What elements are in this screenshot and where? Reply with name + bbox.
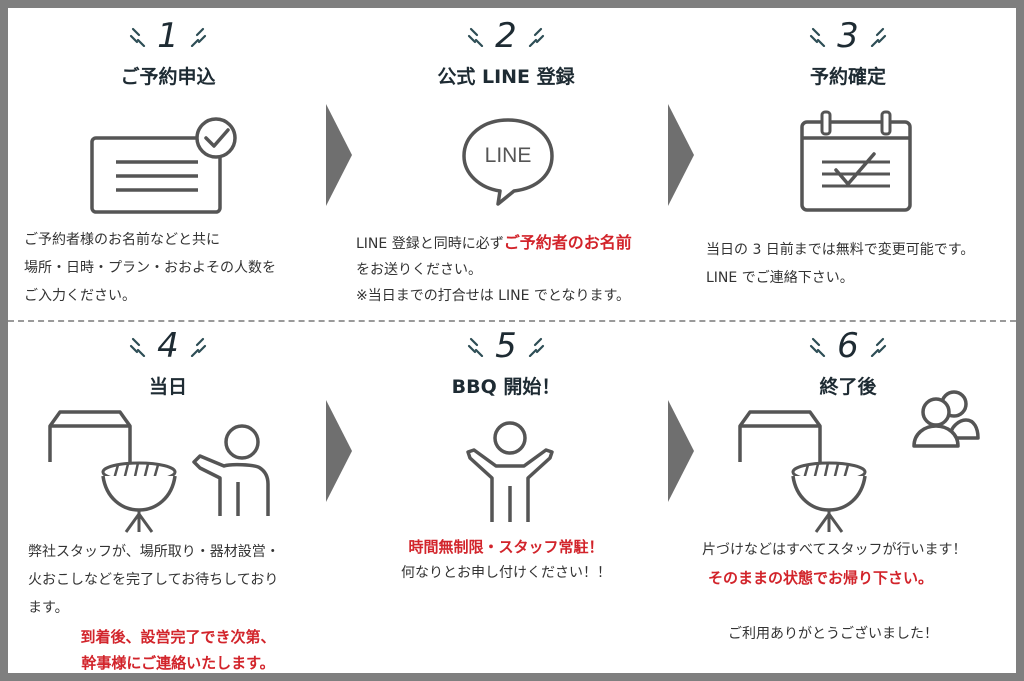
body-line: LINE 登録と同時に必ずご予約者のお名前 bbox=[356, 230, 632, 257]
arrow-right-icon bbox=[326, 400, 352, 502]
step-number: 4 bbox=[157, 326, 179, 366]
highlight-line: そのままの状態でお帰り下さい。 bbox=[708, 569, 934, 587]
step-title: BBQ 開始！ bbox=[451, 376, 561, 398]
step-number-row: 4 bbox=[8, 324, 328, 368]
step-number: 2 bbox=[495, 16, 517, 56]
step-number: 1 bbox=[157, 16, 179, 56]
step-number-row: 1 bbox=[8, 14, 328, 58]
body-line: ご予約者様のお名前などと共に bbox=[24, 232, 220, 248]
step-5: 5 BBQ 開始！ 時間無制限・スタッフ常駐！ 何なりとお申し付けください！！ bbox=[346, 324, 666, 674]
sparkle-left-icon bbox=[468, 337, 484, 357]
body-line: 場所・日時・プラン・おおよその人数を bbox=[24, 260, 276, 276]
step-body: 当日の 3 日前までは無料で変更可能です。 LINE でご連絡下さい。 bbox=[706, 236, 974, 292]
staff-person-icon bbox=[192, 424, 270, 516]
step-title: 予約確定 bbox=[809, 66, 886, 88]
step-title: 公式 LINE 登録 bbox=[437, 66, 575, 88]
flow-panel: 1 ご予約申込 ご予約者様のお名前などと共に 場所・日時・プラン・おおよその人数… bbox=[8, 8, 1016, 673]
body-line: 何なりとお申し付けください！！ bbox=[401, 565, 611, 581]
line-icon-label: LINE bbox=[484, 144, 532, 167]
step-2: 2 公式 LINE 登録 LINE LINE 登録と同時に必ずご予約者のお名前 … bbox=[346, 14, 666, 314]
row-divider bbox=[8, 320, 1016, 322]
step-3: 3 予約確定 当日の 3 日前までは無料で変更可能です。 LINE でご連絡下さ… bbox=[688, 14, 1008, 314]
body-line-text: LINE 登録と同時に必ず bbox=[356, 236, 504, 252]
step-number: 5 bbox=[495, 326, 517, 366]
sparkle-right-icon bbox=[870, 27, 886, 47]
body-line: をお送りください。 bbox=[356, 262, 482, 278]
step-number-row: 5 bbox=[346, 324, 666, 368]
body-line: 火おこしなどを完了してお待ちしており bbox=[28, 572, 279, 588]
step-number-row: 6 bbox=[688, 324, 1008, 368]
cheering-person-icon bbox=[466, 421, 554, 522]
step-body: ご予約者様のお名前などと共に 場所・日時・プラン・おおよその人数を ご入力くださ… bbox=[24, 226, 276, 310]
step-title: ご予約申込 bbox=[120, 66, 216, 88]
line-chat-bubble-icon bbox=[462, 118, 554, 206]
body-line: 弊社スタッフが、場所取り・器材設営・ bbox=[28, 544, 280, 560]
sparkle-left-icon bbox=[810, 337, 826, 357]
sparkle-right-icon bbox=[870, 337, 886, 357]
sparkle-left-icon bbox=[130, 337, 146, 357]
highlight-line: 時間無制限・スタッフ常駐！ bbox=[408, 538, 604, 556]
step-title: 当日 bbox=[148, 376, 187, 398]
bbq-grill-icon bbox=[791, 461, 867, 533]
step-number: 3 bbox=[837, 16, 859, 56]
sparkle-left-icon bbox=[810, 27, 826, 47]
tent-icon bbox=[738, 410, 822, 462]
highlight-line: 幹事様にご連絡いたします。 bbox=[81, 654, 275, 672]
bbq-grill-icon bbox=[101, 461, 177, 533]
sparkle-left-icon bbox=[130, 27, 146, 47]
arrow-right-icon bbox=[326, 104, 352, 206]
step-number-row: 3 bbox=[688, 14, 1008, 58]
group-people-icon bbox=[912, 390, 980, 448]
step-number: 6 bbox=[837, 326, 859, 366]
step-4: 4 当日 弊社スタッフが、場所取り・器材設営・ 火おこしなどを完了してお待ちして… bbox=[8, 324, 328, 674]
sparkle-right-icon bbox=[528, 27, 544, 47]
highlight-text: ご予約者のお名前 bbox=[503, 233, 632, 252]
arrow-right-icon bbox=[668, 400, 694, 502]
form-check-icon bbox=[90, 117, 237, 214]
tent-icon bbox=[48, 410, 132, 462]
sparkle-right-icon bbox=[190, 27, 206, 47]
body-line: ご入力ください。 bbox=[24, 288, 136, 304]
calendar-check-icon bbox=[800, 110, 912, 212]
body-line: 片づけなどはすべてスタッフが行います！ bbox=[702, 542, 967, 558]
sparkle-right-icon bbox=[528, 337, 544, 357]
sparkle-right-icon bbox=[190, 337, 206, 357]
step-1: 1 ご予約申込 ご予約者様のお名前などと共に 場所・日時・プラン・おおよその人数… bbox=[8, 14, 328, 314]
step-body: LINE 登録と同時に必ずご予約者のお名前 をお送りください。 ※当日までの打合… bbox=[356, 230, 632, 309]
body-line: ※当日までの打合せは LINE でとなります。 bbox=[356, 288, 631, 304]
step-body: 弊社スタッフが、場所取り・器材設営・ 火おこしなどを完了してお待ちしており ます… bbox=[28, 538, 280, 622]
arrow-right-icon bbox=[668, 104, 694, 206]
body-line: LINE でご連絡下さい。 bbox=[706, 270, 854, 286]
step-title: 終了後 bbox=[819, 376, 877, 398]
step-6: 6 終了後 片づけなどはすべてスタッフが行います！ そのままの状態でお帰り下さい… bbox=[688, 324, 1008, 674]
step-highlight: 到着後、設営完了でき次第、 幹事様にご連絡いたします。 bbox=[8, 624, 348, 676]
highlight-line: 到着後、設営完了でき次第、 bbox=[80, 628, 276, 646]
step-number-row: 2 bbox=[346, 14, 666, 58]
body-line: ます。 bbox=[28, 600, 69, 616]
step-body: 時間無制限・スタッフ常駐！ 何なりとお申し付けください！！ bbox=[346, 534, 666, 586]
step-body: 片づけなどはすべてスタッフが行います！ そのままの状態でお帰り下さい。 bbox=[702, 536, 966, 592]
sparkle-left-icon bbox=[468, 27, 484, 47]
body-line: 当日の 3 日前までは無料で変更可能です。 bbox=[706, 242, 975, 258]
closing-text: ご利用ありがとうございました！ bbox=[728, 626, 938, 642]
